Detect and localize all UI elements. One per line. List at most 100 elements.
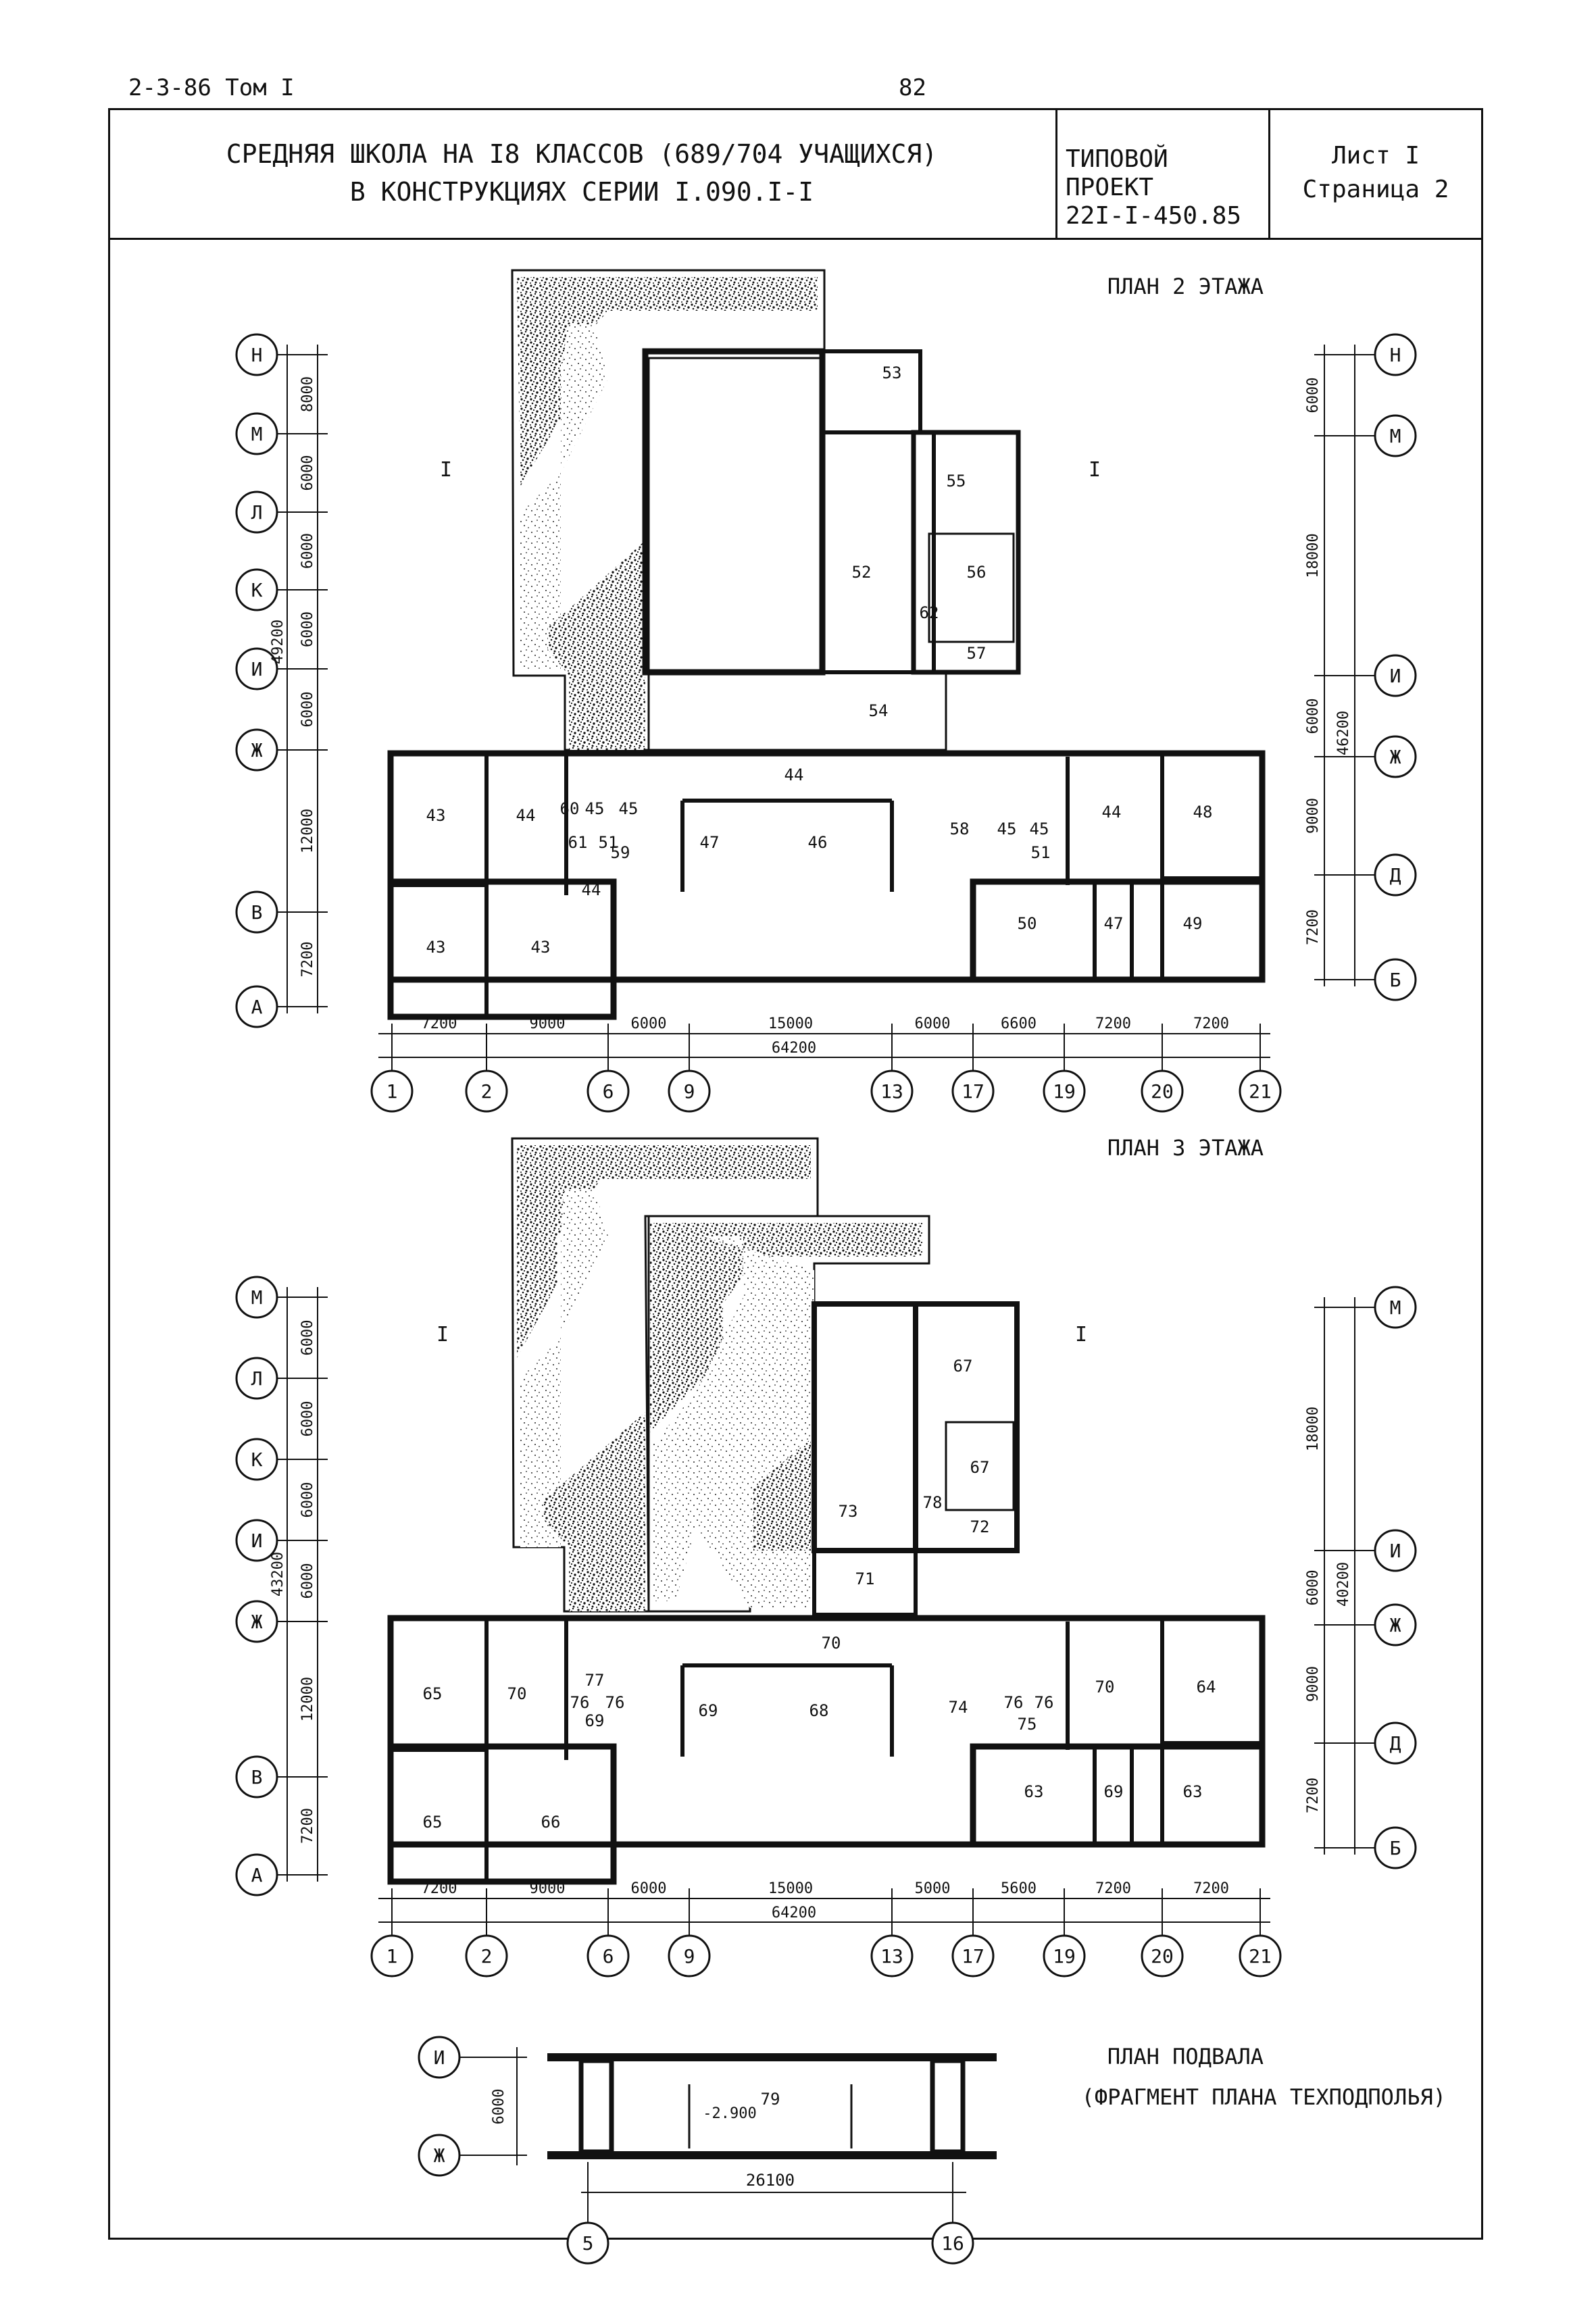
plan2-room-number: 60 [560,799,580,818]
plan3-axis-right-label: М [1390,1297,1401,1319]
plan2-axis-right-label: М [1390,425,1401,447]
plan3-room-73-block [812,1301,918,1553]
plan2-room-number: 44 [582,880,601,899]
plan2-room-number: 45 [997,820,1017,838]
sheet-cell: Лист I Страница 2 [1270,108,1481,238]
plan2-axis-bottom-label: 1 [386,1080,398,1103]
plan3-dim-bottom: 9000 [530,1880,566,1897]
plan3-room-67 [913,1301,1020,1553]
plan3-axis-bottom-label: 21 [1249,1945,1272,1967]
plan3-main-wing [387,1615,1266,1848]
plan3-room-number: 70 [822,1634,841,1653]
plan3-room-71 [812,1549,918,1617]
plan2-dim-bottom: 6600 [1001,1015,1037,1032]
plan2-room-number: 53 [882,363,902,382]
plan2-dim-bottom: 7200 [1193,1015,1229,1032]
plan3-room-number: 67 [953,1357,973,1376]
plan2-room-number: 43 [426,938,446,957]
plan3-room-number: 72 [970,1517,990,1536]
basement-axis-bottom-label: 5 [582,2232,594,2255]
plan3-room-number: 76 [1004,1693,1024,1712]
plan3-axis-left-label: Ж [251,1611,263,1633]
plan2-axis-bottom-label: 17 [962,1080,984,1103]
plan2-dim-bottom: 6000 [915,1015,951,1032]
plan2-axis-left-label: Л [251,501,263,524]
plan3-room-number: 69 [1104,1782,1124,1801]
plan3-axis-bottom-label: 13 [880,1945,903,1967]
plan-3-floor [387,1137,1266,1885]
basement-axis-bottom-label: 16 [941,2232,964,2255]
plan2-room-number: 52 [852,563,872,582]
plan2-room-number: 45 [1030,820,1049,838]
plan3-room-number: 65 [423,1813,443,1832]
plan2-dim-right: 6000 [1305,378,1322,413]
plan3-room-number: 77 [585,1671,605,1690]
plan2-room-number: 56 [967,563,987,582]
plan3-axis-left-label: Л [251,1367,263,1390]
plan3-axis-bottom-label: 2 [481,1945,493,1967]
plan2-dim-bottom: 7200 [422,1015,457,1032]
page-number: 82 [899,74,926,101]
plan2-axis-left-label: Ж [251,739,263,761]
plan3-hatch-dense-b [650,1223,922,1432]
title-cell: СРЕДНЯЯ ШКОЛА НА I8 КЛАССОВ (689/704 УЧА… [108,108,1057,238]
plan3-room-number: 76 [1034,1693,1054,1712]
plan3-dim-left: 6000 [299,1320,316,1356]
plan2-room-number: 45 [585,799,605,818]
plan2-room-number: 51 [599,833,618,852]
plan2-dim-bottom: 9000 [530,1015,566,1032]
plan2-room-52 [820,430,936,674]
plan3-axis-left-label: М [251,1286,263,1309]
plan2-room-number: 57 [967,644,987,663]
plan3-room-number: 69 [699,1701,718,1720]
plan2-axis-bottom-label: 2 [481,1080,493,1103]
plan3-axis-left-label: В [251,1766,263,1788]
plan3-dim-left: 6000 [299,1563,316,1599]
plan2-section-mark-right: I [1089,458,1101,482]
plan3-dim-bottom: 7200 [1095,1880,1131,1897]
plan2-axis-left-label: Н [251,344,263,366]
plan2-vestibule [647,671,947,751]
plan3-dim-bottom: 6000 [631,1880,667,1897]
plan2-dim-right: 18000 [1305,533,1322,578]
basement-room-number: 79 [761,2090,780,2109]
plan3-dim-left: 12000 [299,1677,316,1721]
plan3-axis-right-label: Ж [1390,1614,1401,1636]
plan2-total-right: 46200 [1335,711,1352,755]
plan3-axis-bottom-label: 19 [1053,1945,1076,1967]
plan2-axis-right-label: Н [1390,344,1401,366]
plan3-dim-bottom: 7200 [422,1880,457,1897]
plan2-room-number: 45 [619,799,639,818]
plan3-hatch-lower-b [753,1439,811,1551]
plan2-axis-left-label: А [251,996,263,1018]
plan2-dim-left: 6000 [299,611,316,647]
plan3-total-bottom: 64200 [772,1905,816,1921]
plan3-room-number: 76 [605,1693,625,1712]
plan-2-floor [387,269,1266,1020]
plan3-right-wing [970,1743,1266,1848]
plan3-hatch-dense-a [517,1145,811,1358]
plan3-room-number: 68 [809,1701,829,1720]
plan3-total-right: 40200 [1335,1562,1352,1607]
plan2-room-56 [928,532,1015,643]
plan2-axis-right-label: И [1390,665,1401,687]
basement-stair-right [930,2058,966,2155]
plan2-dim-left: 7200 [299,942,316,978]
plan2-axis-bottom-label: 6 [603,1080,614,1103]
plan3-room-number: 67 [970,1458,990,1477]
drawing-frame [108,108,1483,2240]
plan3-dim-bottom: 5000 [915,1880,951,1897]
plan3-room-number: 71 [855,1569,875,1588]
plan3-axis-bottom-label: 9 [684,1945,695,1967]
plan3-dim-right: 7200 [1305,1778,1322,1813]
plan2-dim-right: 7200 [1305,909,1322,945]
plan2-dim-right: 9000 [1305,798,1322,834]
plan3-room-number: 74 [949,1698,968,1717]
plan3-room-number: 73 [839,1502,858,1521]
plan3-dim-right: 9000 [1305,1666,1322,1702]
plan3-dim-left: 6000 [299,1482,316,1518]
title-line-2: В КОНСТРУКЦИЯХ СЕРИИ I.090.I-I [349,177,814,207]
plan2-site-outline [511,269,826,751]
